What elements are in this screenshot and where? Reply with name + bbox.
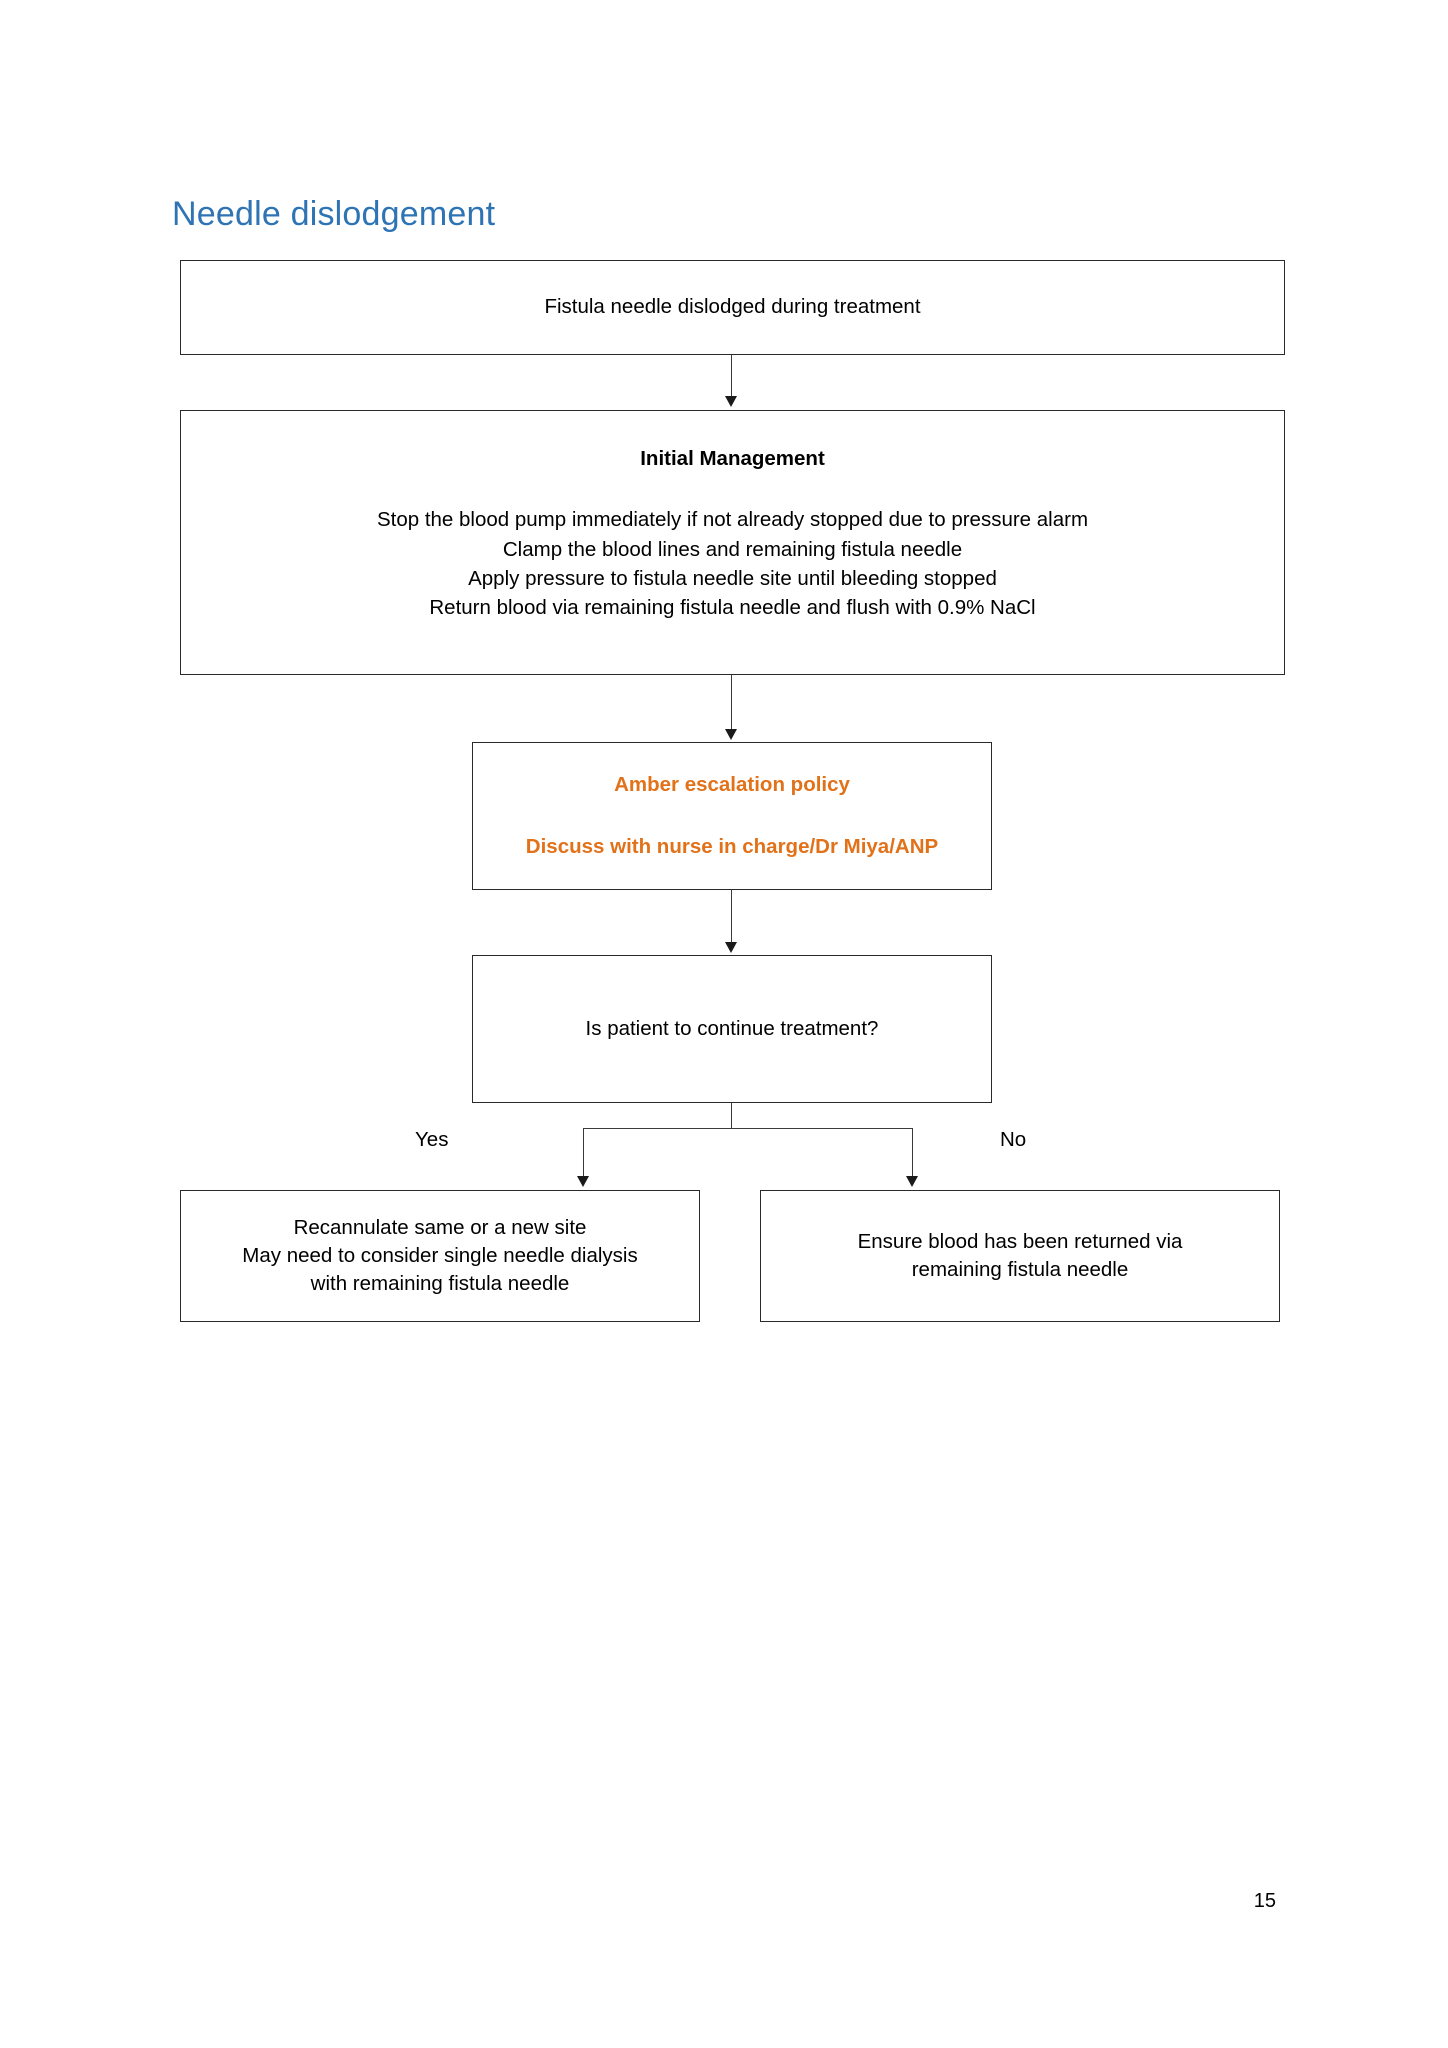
initial-management-body: Stop the blood pump immediately if not a…	[377, 505, 1088, 623]
flow-node-start: Fistula needle dislodged during treatmen…	[180, 260, 1285, 355]
outcome-yes-line-2: May need to consider single needle dialy…	[242, 1243, 638, 1267]
flow-node-decision: Is patient to continue treatment?	[472, 955, 992, 1103]
arrowhead-decision-to-yes	[577, 1176, 589, 1187]
initial-management-line-4: Return blood via remaining fistula needl…	[429, 596, 1036, 620]
connector-amber-to-decision	[731, 890, 733, 944]
connector-decision-to-no	[912, 1128, 914, 1178]
page-title: Needle dislodgement	[172, 194, 496, 233]
page-number: 15	[1253, 1890, 1276, 1912]
arrowhead-start-to-initial	[725, 396, 737, 407]
amber-escalation-line-2: Discuss with nurse in charge/Dr Miya/ANP	[525, 835, 939, 858]
initial-management-line-3: Apply pressure to fistula needle site un…	[468, 566, 997, 590]
outcome-no-line-1: Ensure blood has been returned via	[857, 1229, 1183, 1253]
arrowhead-amber-to-decision	[725, 942, 737, 953]
branch-label-no: No	[1000, 1128, 1027, 1151]
connector-decision-split-bar	[583, 1128, 913, 1130]
connector-decision-to-yes	[583, 1128, 585, 1178]
flow-node-outcome-yes: Recannulate same or a new site May need …	[180, 1190, 700, 1322]
arrowhead-initial-to-amber	[725, 729, 737, 740]
arrowhead-decision-to-no	[906, 1176, 918, 1187]
outcome-no-line-2: remaining fistula needle	[911, 1258, 1129, 1281]
flow-node-start-text: Fistula needle dislodged during treatmen…	[544, 295, 921, 319]
flow-node-outcome-no: Ensure blood has been returned via remai…	[760, 1190, 1280, 1322]
connector-decision-stem	[731, 1103, 733, 1129]
initial-management-title: Initial Management	[640, 447, 825, 470]
connector-start-to-initial	[731, 355, 733, 399]
outcome-yes-line-3: with remaining fistula needle	[310, 1272, 570, 1296]
flow-node-amber-escalation: Amber escalation policy Discuss with nur…	[472, 742, 992, 890]
initial-management-line-1: Stop the blood pump immediately if not a…	[376, 508, 1089, 532]
outcome-yes-line-1: Recannulate same or a new site	[293, 1215, 587, 1239]
connector-initial-to-amber	[731, 675, 733, 731]
initial-management-line-2: Clamp the blood lines and remaining fist…	[502, 537, 963, 561]
decision-text: Is patient to continue treatment?	[585, 1016, 879, 1040]
branch-label-yes: Yes	[415, 1128, 449, 1151]
flow-node-initial-management: Initial Management Stop the blood pump i…	[180, 410, 1285, 675]
amber-escalation-line-1: Amber escalation policy	[614, 772, 850, 796]
